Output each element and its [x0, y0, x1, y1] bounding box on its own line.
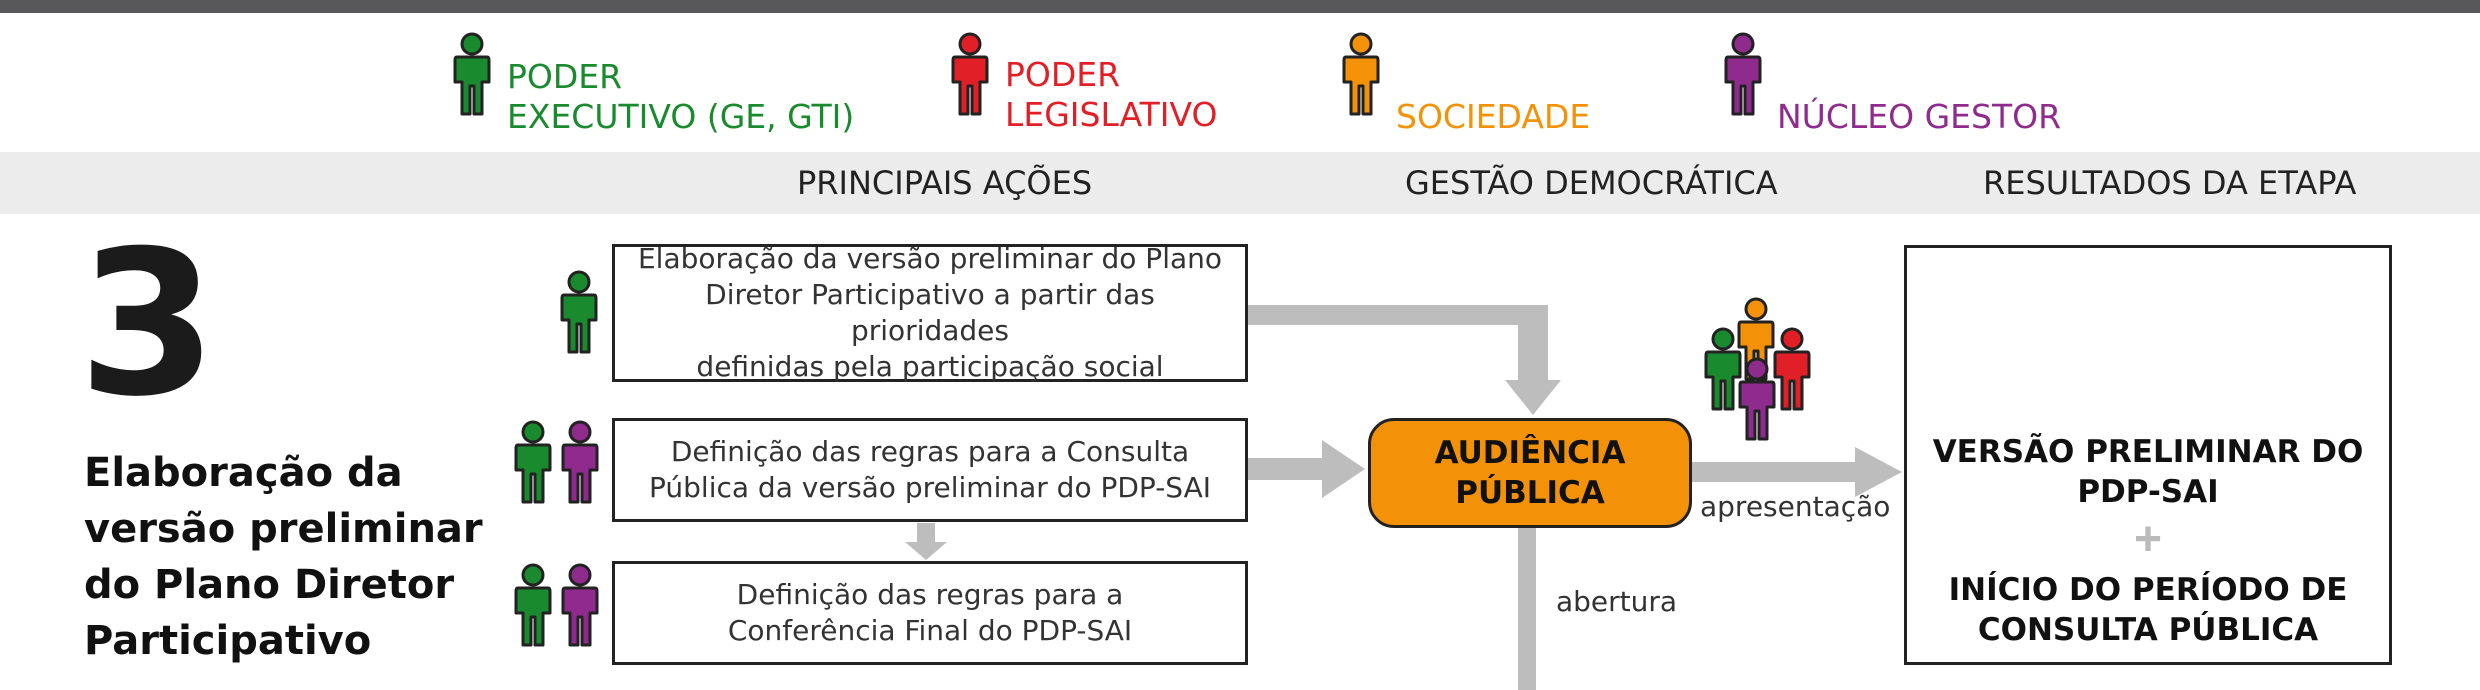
legend-nucleo-person-icon — [1724, 32, 1762, 116]
arrow-box1-horizontal — [1246, 305, 1548, 325]
group-executivo-person-icon — [1704, 327, 1742, 411]
results-box — [1904, 245, 2392, 665]
action-box-2-line: Definição das regras para a Consulta — [670, 435, 1190, 468]
results-first-text: VERSÃO PRELIMINAR DO PDP-SAI — [1904, 432, 2392, 512]
column-resultados-label: RESULTADOS DA ETAPA — [1983, 164, 2357, 202]
action2-nucleo-person-icon — [561, 420, 599, 504]
arrow-box1-head — [1505, 380, 1561, 415]
legend-sociedade-label: SOCIEDADE — [1396, 97, 1590, 137]
arrow-box2-head — [1322, 440, 1365, 498]
group-legislativo-person-icon — [1773, 327, 1811, 411]
action2-executivo-person-icon — [514, 420, 552, 504]
arrow-results-head — [1855, 447, 1902, 497]
column-header-band — [0, 152, 2480, 214]
audiencia-publica-node: AUDIÊNCIA PÚBLICA — [1368, 418, 1692, 528]
audiencia-line: AUDIÊNCIA — [1434, 435, 1626, 471]
legend-legislativo-person-icon — [951, 32, 989, 116]
action-box-3-line: Definição das regras para a — [736, 578, 1124, 611]
legend-legislativo-label: PODER LEGISLATIVO — [1005, 55, 1218, 135]
arrow-results-shaft — [1692, 462, 1858, 482]
legend-executivo-person-icon — [453, 32, 491, 116]
column-gestao-label: GESTÃO DEMOCRÁTICA — [1405, 164, 1778, 202]
results-second-line: INÍCIO DO PERÍODO DE — [1948, 572, 2348, 608]
step-title-line: do Plano Diretor — [84, 562, 455, 608]
legend-sociedade-line2: SOCIEDADE — [1396, 97, 1591, 136]
flow-label-apresentacao: apresentação — [1700, 490, 1891, 523]
legend-executivo-line1: PODER — [507, 57, 623, 96]
legend-legislativo-line2: LEGISLATIVO — [1005, 95, 1218, 134]
arrow-abertura-shaft — [1518, 528, 1536, 690]
legend-executivo-label: PODER EXECUTIVO (GE, GTI) — [507, 57, 854, 137]
action3-executivo-person-icon — [514, 563, 552, 647]
arrow-box2-shaft — [1246, 458, 1326, 480]
action3-nucleo-person-icon — [561, 563, 599, 647]
audiencia-line: PÚBLICA — [1455, 475, 1605, 511]
column-acoes-label: PRINCIPAIS AÇÕES — [797, 164, 1093, 202]
step-title: Elaboração da versão preliminar do Plano… — [84, 445, 504, 669]
step-title-line: versão preliminar — [84, 506, 483, 552]
action-box-3-line: Conferência Final do PDP-SAI — [727, 614, 1133, 647]
arrow-box2-down-head — [905, 542, 947, 560]
legend-legislativo-line1: PODER — [1005, 55, 1121, 94]
action1-executivo-person-icon — [560, 270, 598, 354]
action-box-1-line: Elaboração da versão preliminar do Plano — [637, 242, 1223, 275]
results-second-line: CONSULTA PÚBLICA — [1977, 612, 2319, 648]
step-title-line: Elaboração da — [84, 450, 403, 496]
results-first-line: PDP-SAI — [2077, 474, 2219, 510]
action-box-3: Definição das regras para a Conferência … — [612, 561, 1248, 665]
arrow-box1-vertical — [1518, 305, 1548, 385]
action-box-1-line: definidas pela participação social — [696, 350, 1164, 383]
step-number: 3 — [78, 208, 218, 441]
top-bar — [0, 0, 2480, 13]
action-box-1: Elaboração da versão preliminar do Plano… — [612, 242, 1248, 383]
plus-sign: + — [2133, 513, 2163, 566]
step-title-line: Participativo — [84, 618, 372, 664]
action-box-2-line: Pública da versão preliminar do PDP-SAI — [649, 471, 1211, 504]
legend-sociedade-person-icon — [1342, 32, 1380, 116]
results-first-line: VERSÃO PRELIMINAR DO — [1932, 434, 2364, 470]
action-box-1-line: Diretor Participativo a partir das prior… — [705, 278, 1155, 347]
legend-nucleo-line2: NÚCLEO GESTOR — [1777, 97, 2062, 136]
flow-arrows — [905, 305, 1902, 690]
legend-nucleo-label: NÚCLEO GESTOR — [1777, 97, 2061, 137]
legend-executivo-line2: EXECUTIVO (GE, GTI) — [507, 97, 855, 136]
arrow-box2-down-shaft — [917, 523, 935, 545]
action-box-2: Definição das regras para a Consulta Púb… — [612, 418, 1248, 522]
flow-label-abertura: abertura — [1556, 585, 1678, 618]
results-second-text: INÍCIO DO PERÍODO DE CONSULTA PÚBLICA — [1904, 570, 2392, 650]
